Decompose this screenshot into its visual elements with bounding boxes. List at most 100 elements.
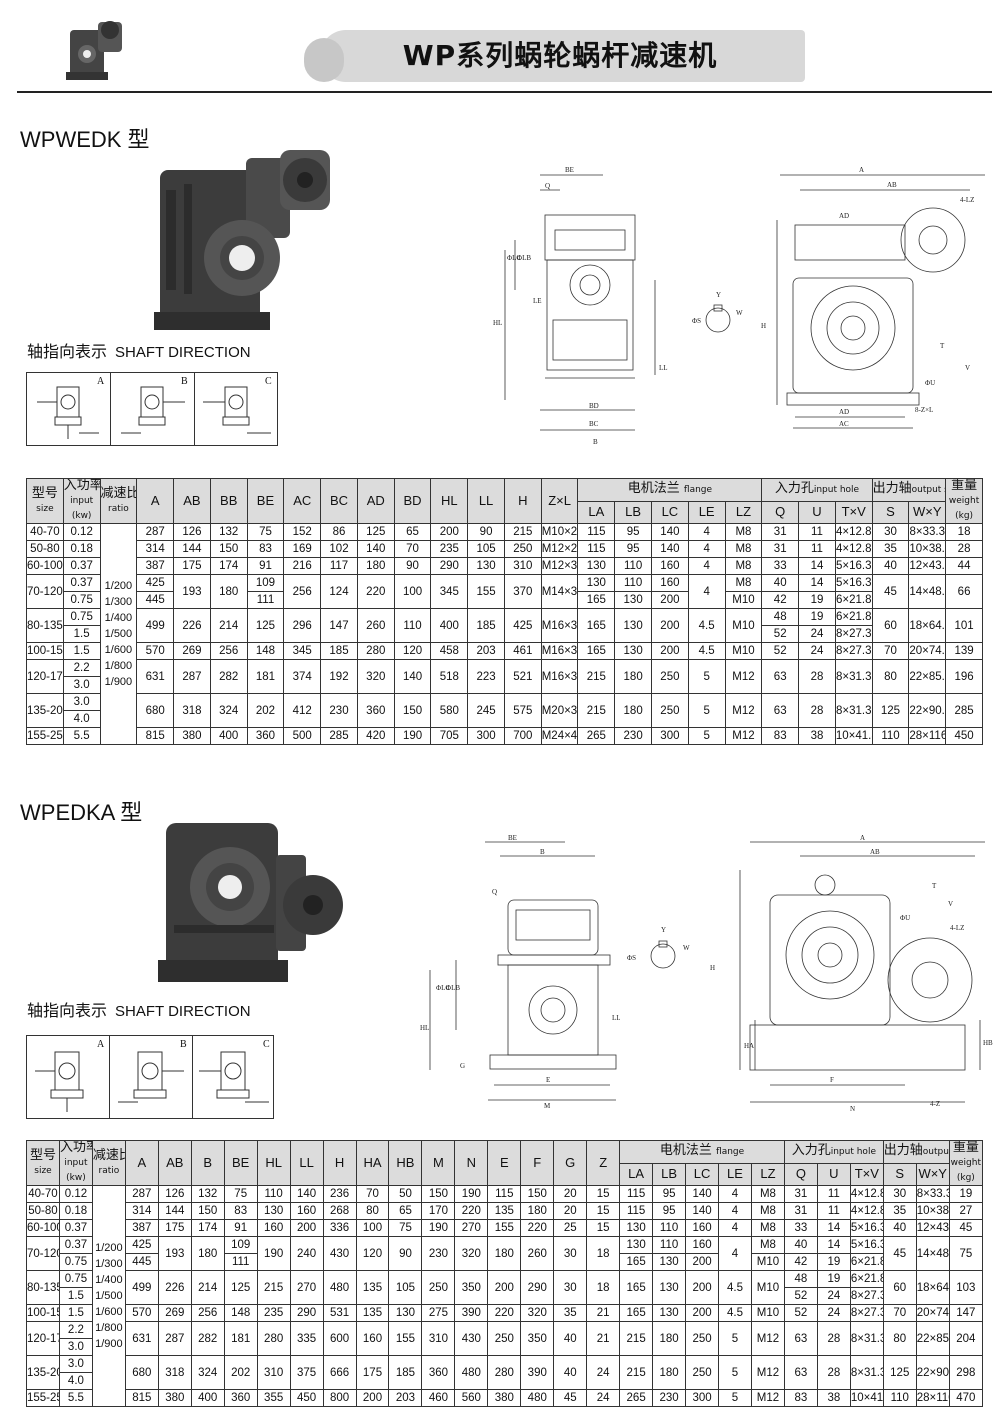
- cell-hole: 42: [783, 1253, 818, 1271]
- cell-dim: 20: [553, 1202, 588, 1220]
- cell-dim: 185: [320, 642, 358, 660]
- col-dim: A: [136, 478, 175, 524]
- cell-shaft-s: 80: [882, 1321, 917, 1356]
- col-dim: N: [454, 1140, 489, 1186]
- cell-dim: 185: [388, 1355, 423, 1390]
- cell-power: 0.37: [58, 1236, 93, 1254]
- cell-weight: 44: [945, 557, 983, 575]
- cell-dim: 430: [322, 1236, 357, 1271]
- cell-flange: 165: [577, 591, 616, 609]
- cell-dim: 230: [320, 693, 358, 728]
- cell-dim: 160: [256, 1219, 291, 1237]
- col-dim: F: [520, 1140, 555, 1186]
- cell-dim: 631: [136, 659, 175, 694]
- cell-dim: 181: [223, 1321, 258, 1356]
- cell-dim: 256: [190, 1304, 225, 1322]
- cell-dim: 450: [289, 1389, 324, 1407]
- cell-shaft-s: 80: [871, 659, 910, 694]
- cell-dim: 200: [355, 1389, 390, 1407]
- shaft-direction-diagram-1: A B C: [26, 372, 278, 446]
- cell-dim: 180: [487, 1236, 522, 1271]
- cell-hole: 5×16.3: [849, 1219, 884, 1237]
- cell-dim: 680: [136, 693, 175, 728]
- cell-hole: 6×21.8: [834, 591, 873, 609]
- cell-dim: M10×25: [540, 523, 579, 541]
- cell-flange: 200: [685, 1253, 720, 1271]
- svg-text:A: A: [859, 166, 864, 174]
- cell-lz: M8: [724, 523, 763, 541]
- cell-shaft-wy: 20×74.9: [915, 1304, 950, 1322]
- cell-dim: 150: [190, 1202, 225, 1220]
- cell-dim: 140: [356, 540, 395, 558]
- cell-le: 5: [718, 1321, 752, 1356]
- svg-text:V: V: [965, 364, 970, 372]
- cell-dim: 250: [503, 540, 542, 558]
- cell-power: 2.2: [58, 1321, 93, 1339]
- cell-dim: 445: [124, 1253, 159, 1271]
- cell-hole: 24: [816, 1304, 851, 1322]
- cell-le: 4.5: [687, 608, 726, 643]
- cell-dim: 150: [209, 540, 248, 558]
- cell-dim: 518: [430, 659, 469, 694]
- shaft-direction-a: A: [27, 373, 111, 445]
- col-dim: LL: [467, 478, 505, 524]
- cell-dim: 387: [136, 557, 175, 575]
- cell-hole: 14: [816, 1236, 851, 1254]
- cell-dim: 320: [520, 1304, 555, 1322]
- cell-dim: 480: [454, 1355, 489, 1390]
- svg-text:LE: LE: [533, 297, 542, 305]
- cell-le: 5: [687, 693, 726, 728]
- cell-shaft-wy: 18×64.4: [908, 608, 947, 643]
- svg-text:B: B: [593, 438, 598, 446]
- cell-dim: 24: [586, 1355, 621, 1390]
- svg-text:HA: HA: [744, 1042, 754, 1050]
- col-dim: BC: [320, 478, 358, 524]
- col-dim: Z×L: [540, 478, 579, 524]
- cell-dim: 360: [421, 1355, 456, 1390]
- cell-dim: 180: [520, 1202, 555, 1220]
- cell-weight: 101: [945, 608, 983, 643]
- cell-dim: 461: [503, 642, 542, 660]
- cell-dim: 390: [520, 1355, 555, 1390]
- cell-dim: 117: [320, 557, 358, 575]
- cell-hole: 4×12.8: [834, 540, 873, 558]
- cell-size: 120-175: [26, 1321, 60, 1356]
- col-dim: BE: [223, 1140, 258, 1186]
- cell-lz: M8: [724, 540, 763, 558]
- shaft-direction-c: C: [193, 1036, 275, 1118]
- cell-dim: 314: [136, 540, 175, 558]
- cell-hole: 40: [783, 1236, 818, 1254]
- col-hole-sub: U: [798, 500, 836, 524]
- col-dim: LL: [289, 1140, 324, 1186]
- cell-dim: 91: [246, 557, 285, 575]
- cell-dim: 570: [124, 1304, 159, 1322]
- cell-dim: M12×30: [540, 557, 579, 575]
- cell-dim: 220: [487, 1304, 522, 1322]
- cell-weight: 103: [948, 1270, 984, 1305]
- cell-power: 0.37: [62, 557, 101, 575]
- cell-lz: M12: [724, 659, 763, 694]
- cell-dim: 815: [124, 1389, 159, 1407]
- cell-dim: 350: [454, 1270, 489, 1305]
- cell-dim: 91: [223, 1219, 258, 1237]
- cell-flange: 160: [685, 1236, 720, 1254]
- col-hole-sub: Q: [783, 1162, 818, 1186]
- cell-size: 155-250: [26, 1389, 60, 1407]
- cell-dim: 287: [157, 1321, 192, 1356]
- cell-hole: 52: [761, 642, 800, 660]
- cell-dim: 245: [467, 693, 505, 728]
- cell-dim: 150: [421, 1185, 456, 1203]
- cell-weight: 19: [948, 1185, 984, 1203]
- cell-power: 1.5: [58, 1304, 93, 1322]
- cell-dim: 135: [355, 1304, 390, 1322]
- cell-dim: 375: [289, 1355, 324, 1390]
- cell-hole: 63: [761, 659, 800, 694]
- cell-dim: 269: [173, 642, 211, 660]
- cell-lz: M12: [750, 1355, 785, 1390]
- svg-text:4-Z: 4-Z: [930, 1100, 940, 1108]
